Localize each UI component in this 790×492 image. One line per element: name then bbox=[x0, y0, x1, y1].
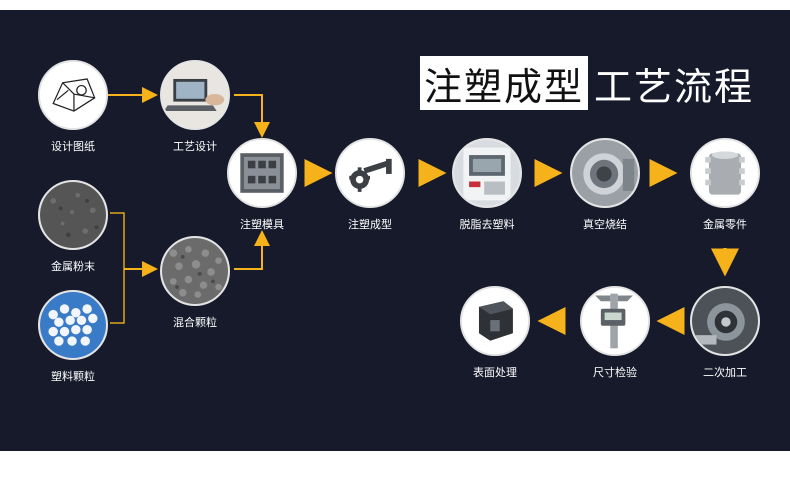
node-metal-powder: 金属粉末 bbox=[18, 180, 128, 274]
title-highlight: 注塑成型 bbox=[420, 56, 589, 110]
granules-icon bbox=[160, 236, 230, 306]
arrow-mix-to-mold bbox=[234, 230, 270, 270]
node-label: 金属零件 bbox=[703, 218, 747, 231]
node-label: 塑料颗粒 bbox=[51, 370, 95, 383]
node-injection-molding: 注塑成型 bbox=[315, 138, 425, 232]
node-label: 金属粉末 bbox=[51, 260, 95, 273]
mold-icon bbox=[227, 138, 297, 208]
drawing-icon bbox=[38, 60, 108, 130]
node-metal-parts: 金属零件 bbox=[670, 138, 780, 232]
title-rest: 工艺流程 bbox=[594, 64, 755, 109]
node-label: 二次加工 bbox=[703, 366, 747, 379]
node-label: 注塑成型 bbox=[348, 218, 392, 231]
node-injection-mold: 注塑模具 bbox=[207, 138, 317, 232]
page-title: 注塑成型 工艺流程 bbox=[420, 56, 754, 110]
node-vacuum-sintering: 真空烧结 bbox=[550, 138, 660, 232]
node-size-inspection: 尺寸检验 bbox=[560, 286, 670, 380]
node-label: 真空烧结 bbox=[583, 218, 627, 231]
laptop-icon bbox=[160, 60, 230, 130]
arrow-design-to-mold bbox=[234, 94, 270, 138]
node-process-design: 工艺设计 bbox=[140, 60, 250, 154]
node-secondary-machining: 二次加工 bbox=[670, 286, 780, 380]
sintering-furnace-icon bbox=[570, 138, 640, 208]
node-surface-treatment: 表面处理 bbox=[440, 286, 550, 380]
molded-part-icon bbox=[335, 138, 405, 208]
pellets-icon bbox=[38, 290, 108, 360]
caliper-icon bbox=[580, 286, 650, 356]
node-label: 尺寸检验 bbox=[593, 366, 637, 379]
node-label: 混合颗粒 bbox=[173, 316, 217, 329]
node-label: 表面处理 bbox=[473, 366, 517, 379]
gear-part-icon bbox=[690, 138, 760, 208]
node-label: 工艺设计 bbox=[173, 140, 217, 153]
debinding-machine-icon bbox=[452, 138, 522, 208]
process-flow-panel: 注塑成型 工艺流程 bbox=[0, 10, 790, 451]
node-label: 脱脂去塑料 bbox=[459, 218, 515, 231]
node-debinding: 脱脂去塑料 bbox=[432, 138, 542, 232]
node-plastic-pellets: 塑料颗粒 bbox=[18, 290, 128, 384]
node-label: 注塑模具 bbox=[240, 218, 284, 231]
flow-arrows bbox=[108, 87, 739, 335]
finished-part-icon bbox=[460, 286, 530, 356]
node-design-drawing: 设计图纸 bbox=[18, 60, 128, 154]
machining-icon bbox=[690, 286, 760, 356]
powder-icon bbox=[38, 180, 108, 250]
node-label: 设计图纸 bbox=[51, 140, 95, 153]
node-mixed-pellets: 混合颗粒 bbox=[140, 236, 250, 330]
